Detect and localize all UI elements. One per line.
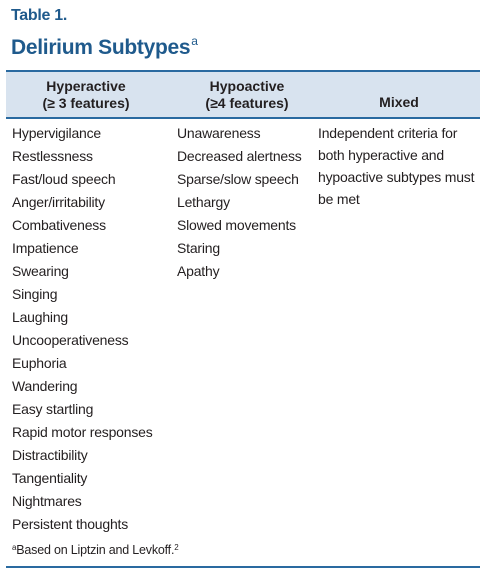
feature-item: Staring [177, 240, 220, 256]
feature-item: Lethargy [177, 194, 230, 210]
table-label: Table 1. [11, 7, 67, 24]
header-hypoactive-criteria: (≥4 features) [205, 95, 289, 111]
feature-item: Restlessness [12, 148, 93, 164]
header-mixed-name: Mixed [379, 94, 419, 110]
mixed-criteria-text: Independent criteria for both hyperactiv… [318, 125, 475, 207]
footnote-marker: a [12, 543, 17, 552]
feature-item: Decreased alertness [177, 148, 302, 164]
table-top-rule [6, 70, 480, 72]
table-header-row: Hyperactive (≥ 3 features) Hypoactive (≥… [6, 72, 480, 117]
feature-item: Rapid motor responses [12, 424, 153, 440]
feature-item: Wandering [12, 378, 78, 394]
footnote-reference: 2 [174, 543, 179, 552]
feature-item: Distractibility [12, 447, 88, 463]
table-title: Delirium Subtypesa [11, 34, 198, 60]
header-hypoactive: Hypoactive (≥4 features) [168, 78, 326, 112]
table-footnote: aBased on Liptzin and Levkoff.2 [12, 543, 179, 557]
header-hyperactive-name: Hyperactive [46, 78, 126, 94]
footnote-text: Based on Liptzin and Levkoff. [16, 543, 175, 557]
title-footnote-marker: a [191, 34, 198, 48]
header-hyperactive-criteria: (≥ 3 features) [42, 95, 130, 111]
feature-item: Swearing [12, 263, 69, 279]
feature-item: Persistent thoughts [12, 516, 129, 532]
feature-item: Euphoria [12, 355, 67, 371]
table-header-rule [6, 117, 480, 119]
feature-item: Nightmares [12, 493, 82, 509]
header-mixed: Mixed [318, 94, 480, 111]
header-hyperactive: Hyperactive (≥ 3 features) [6, 78, 166, 112]
feature-item: Impatience [12, 240, 79, 256]
feature-item: Anger/irritability [12, 194, 105, 210]
feature-item: Tangentiality [12, 470, 88, 486]
feature-item: Fast/loud speech [12, 171, 116, 187]
table-bottom-rule [6, 566, 480, 568]
feature-item: Hypervigilance [12, 125, 102, 141]
table-title-text: Delirium Subtypes [11, 36, 191, 59]
feature-item: Slowed movements [177, 217, 296, 233]
header-hypoactive-name: Hypoactive [209, 78, 285, 94]
feature-item: Singing [12, 286, 58, 302]
feature-item: Laughing [12, 309, 69, 325]
feature-item: Easy startling [12, 401, 94, 417]
feature-item: Uncooperativeness [12, 332, 129, 348]
feature-item: Unawareness [177, 125, 261, 141]
feature-item: Combativeness [12, 217, 106, 233]
feature-item: Apathy [177, 263, 220, 279]
feature-item: Sparse/slow speech [177, 171, 299, 187]
